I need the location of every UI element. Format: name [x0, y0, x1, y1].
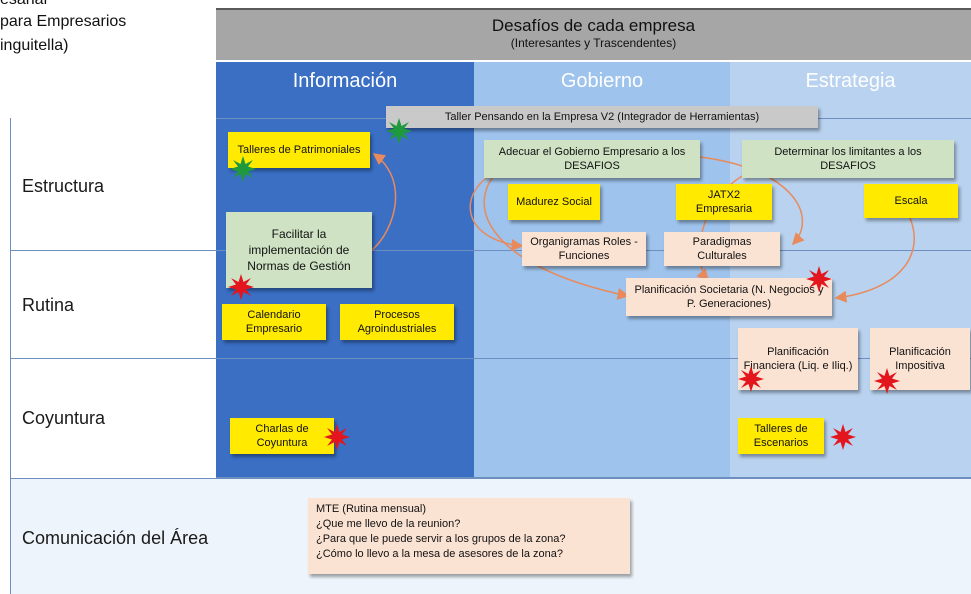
row-divider	[10, 358, 971, 359]
note-adecuar-gobierno: Adecuar el Gobierno Empresario a los DES…	[484, 140, 700, 178]
column-header-gobierno: Gobierno	[560, 70, 644, 92]
note-calendario-empresario: Calendario Empresario	[222, 304, 326, 340]
row-label-estructura: Estructura	[22, 176, 105, 196]
note-procesos-agroindustriales: Procesos Agroindustriales	[340, 304, 454, 340]
header-bar: Desafíos de cada empresa (Interesantes y…	[216, 8, 971, 60]
red-burst-icon	[228, 274, 254, 300]
red-burst-icon	[830, 424, 856, 450]
red-burst-icon	[874, 368, 900, 394]
header-title: Desafíos de cada empresa	[491, 16, 696, 35]
title-line-3: inguitella)	[0, 37, 69, 54]
red-burst-icon	[738, 366, 764, 392]
note-planificacion-societaria: Planificación Societaria (N. Negocios y …	[626, 278, 832, 316]
row-label-comunicacion: Comunicación del Área	[22, 528, 209, 548]
column-header-estrategia: Estrategia	[805, 70, 896, 92]
note-organigramas: Organigramas Roles - Funciones	[522, 232, 646, 266]
note-talleres-patrimoniales: Talleres de Patrimoniales	[228, 132, 370, 168]
row-label-column	[10, 118, 216, 478]
mte-line: ¿Cómo lo llevo a la mesa de asesores de …	[316, 548, 564, 560]
column-header-informacion: Información	[292, 70, 398, 92]
red-burst-icon	[324, 424, 350, 450]
row-divider	[10, 358, 216, 359]
mte-line: ¿Que me llevo de la reunion?	[316, 518, 461, 530]
header-subtitle: (Interesantes y Trascendentes)	[510, 36, 677, 50]
note-talleres-escenarios: Talleres de Escenarios	[738, 418, 824, 454]
mte-line: ¿Para que le puede servir a los grupos d…	[316, 533, 566, 545]
note-madurez-social: Madurez Social	[508, 184, 600, 220]
note-determinar-limitantes: Determinar los limitantes a los DESAFIOS	[742, 140, 954, 178]
note-paradigmas-culturales: Paradigmas Culturales	[664, 232, 780, 266]
note-facilitar-normas: Facilitar la implementación de Normas de…	[226, 212, 372, 288]
note-escala: Escala	[864, 184, 958, 218]
row-label-coyuntura: Coyuntura	[22, 408, 106, 428]
note-charlas-coyuntura: Charlas de Coyuntura	[230, 418, 334, 454]
mte-line: MTE (Rutina mensual)	[316, 503, 427, 515]
note-mte: MTE (Rutina mensual) ¿Que me llevo de la…	[308, 498, 630, 574]
note-taller-integrador: Taller Pensando en la Empresa V2 (Integr…	[386, 106, 818, 128]
green-burst-icon	[230, 156, 256, 182]
green-burst-icon	[386, 118, 412, 144]
row-divider	[10, 250, 216, 251]
note-jatx2-empresaria: JATX2 Empresaria	[676, 184, 772, 220]
title-line-2: para Empresarios	[0, 13, 127, 30]
red-burst-icon	[806, 266, 832, 292]
title-line-1: esarial	[0, 0, 47, 12]
row-label-rutina: Rutina	[22, 295, 75, 315]
